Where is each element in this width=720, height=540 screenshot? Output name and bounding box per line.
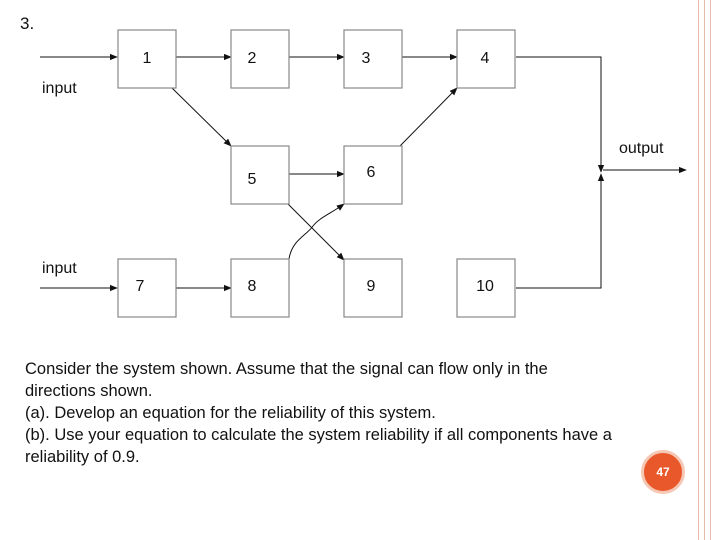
block-6 [343,145,403,205]
input-bottom-label: input [42,260,77,277]
reliability-diagram: 1 2 3 4 5 6 7 8 9 10 input input output [40,29,687,318]
block-3 [343,29,403,89]
question-text: Consider the system shown. Assume that t… [25,358,705,468]
question-line: (a). Develop an equation for the reliabi… [25,404,436,422]
edge-4-to-output [516,56,605,173]
question-number: 3. [20,14,35,33]
block-5 [230,145,290,205]
block-2-label: 2 [248,50,257,67]
block-4-label: 4 [481,50,490,67]
block-5-label: 5 [248,171,257,188]
edge-1-to-5 [171,87,232,147]
block-7-label: 7 [136,278,145,295]
block-1-label: 1 [143,50,152,67]
block-6-label: 6 [367,164,376,181]
block-8-label: 8 [248,278,257,295]
question-line: directions shown. [25,382,153,400]
slide-border-line [710,0,711,540]
block-4 [456,29,516,89]
block-1 [117,29,177,89]
block-10-label: 10 [476,278,494,295]
question-line: (b). Use your equation to calculate the … [25,426,612,444]
edge-6-to-4 [399,87,458,147]
block-9 [343,258,403,318]
edge-10-to-output [516,173,605,289]
page-number: 47 [656,465,670,479]
block-7 [117,258,177,318]
edge-5-to-9 [287,203,345,261]
slide-border-line [698,0,699,540]
question-line: Consider the system shown. Assume that t… [25,360,548,378]
block-2 [230,29,290,89]
slide-border-line [704,0,705,540]
block-8 [230,258,290,318]
output-label: output [619,140,664,157]
block-3-label: 3 [362,50,371,67]
input-top-label: input [42,80,77,97]
page-number-badge: 47 [641,450,685,494]
edge-8-to-6 [288,203,345,260]
question-line: reliability of 0.9. [25,448,140,466]
block-9-label: 9 [367,278,376,295]
block-10 [456,258,516,318]
